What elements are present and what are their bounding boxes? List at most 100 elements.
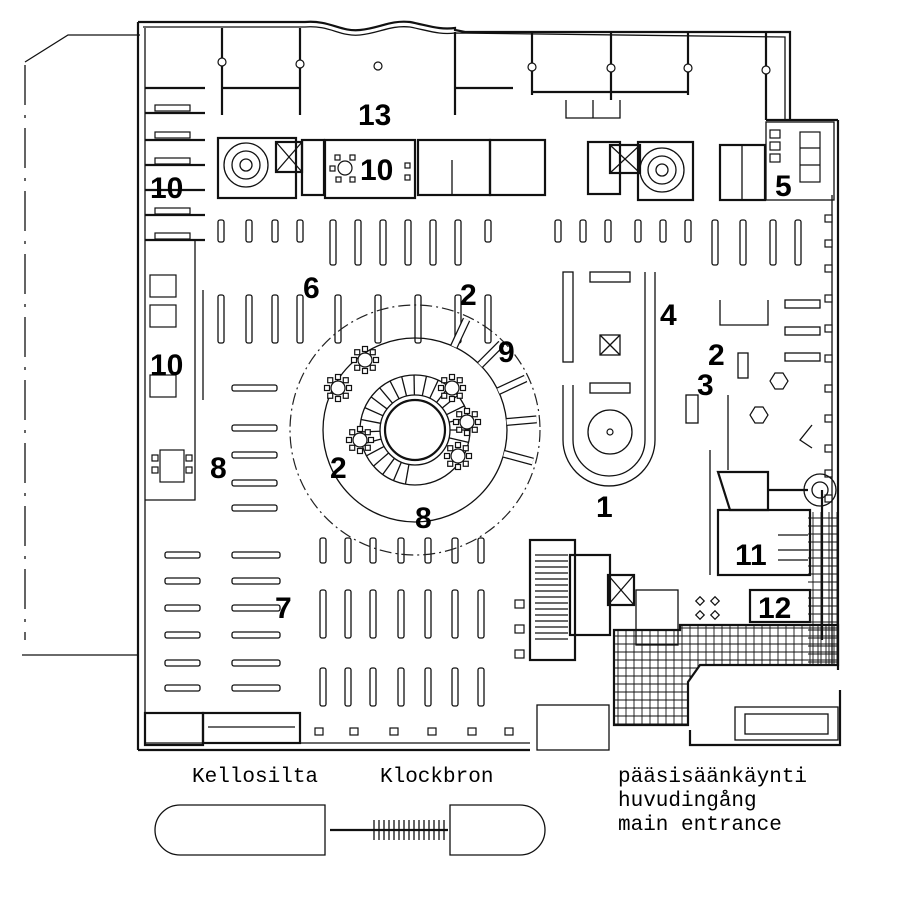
bookshelf	[217, 294, 225, 344]
carrel	[514, 599, 525, 609]
zone-label-12: 12	[758, 592, 791, 625]
wall-cabinet	[824, 324, 833, 333]
wall-cabinet	[824, 214, 833, 223]
carrel	[514, 624, 525, 634]
zone-label-3: 3	[697, 369, 714, 402]
bookshelf	[164, 684, 201, 692]
bookshelf	[769, 219, 777, 266]
carrel	[427, 727, 437, 736]
stair-step	[373, 452, 390, 467]
zone-label-4: 4	[660, 299, 677, 332]
bookshelf	[424, 537, 432, 564]
chair	[459, 384, 467, 392]
bookshelf	[245, 294, 253, 344]
bookshelf	[684, 219, 692, 243]
bookshelf	[231, 551, 281, 559]
chair	[323, 384, 331, 392]
bookshelf	[397, 667, 405, 707]
stair-step	[429, 379, 439, 399]
carrel	[349, 727, 359, 736]
chair	[471, 411, 478, 418]
bridge-diagram	[154, 804, 546, 856]
carrel	[514, 649, 525, 659]
stair-step	[446, 405, 465, 416]
chair	[364, 444, 371, 451]
bookshelf	[319, 537, 327, 564]
round-table	[330, 380, 346, 396]
chair	[361, 367, 369, 375]
u-display	[562, 271, 656, 487]
central-rotunda	[289, 304, 541, 556]
bookshelf	[231, 451, 278, 459]
bridge-name-swedish: Klockbron	[380, 766, 494, 789]
bookshelf	[451, 537, 459, 564]
bookshelf	[231, 659, 281, 667]
bookshelf	[374, 294, 382, 344]
bookshelf	[579, 219, 587, 243]
radial-shelf-fill	[506, 416, 537, 425]
chair	[447, 445, 454, 452]
bookshelf	[429, 219, 437, 266]
chair	[448, 395, 456, 403]
entrance-label-swedish: huvudingång	[618, 790, 757, 813]
chair	[350, 356, 358, 364]
wall-cabinet	[824, 384, 833, 393]
bookshelf	[231, 684, 281, 692]
chair	[345, 436, 353, 444]
staircase-core	[528, 538, 679, 751]
bookshelf	[344, 589, 352, 639]
zone-label-2: 2	[330, 452, 347, 485]
chair	[345, 384, 353, 392]
wall-cabinet	[824, 414, 833, 423]
chair	[354, 349, 361, 356]
bookshelf	[231, 479, 278, 487]
zone-label-2: 2	[460, 279, 477, 312]
bookshelf	[164, 604, 201, 612]
wall-cabinet	[824, 444, 833, 453]
bookshelf	[334, 294, 342, 344]
zone-label-1: 1	[596, 491, 613, 524]
left-study-rooms	[145, 86, 205, 501]
stair-step	[382, 457, 395, 475]
radial-shelf-fill	[497, 375, 527, 394]
bookshelf	[739, 219, 747, 266]
bookshelf	[794, 219, 802, 266]
chair	[369, 364, 376, 371]
bookshelf	[271, 219, 279, 243]
bookshelf	[451, 589, 459, 639]
carrel	[314, 727, 324, 736]
stair-step	[370, 396, 388, 410]
stair-step	[360, 418, 381, 424]
stair-step	[366, 445, 385, 457]
bookshelf	[414, 294, 422, 344]
right-area-furniture	[685, 299, 821, 575]
chair	[462, 445, 469, 452]
bookshelf	[271, 294, 279, 344]
chair	[463, 407, 471, 415]
bookshelf	[344, 667, 352, 707]
zone-label-10: 10	[360, 154, 393, 187]
bookshelf	[379, 219, 387, 266]
bookshelf	[634, 219, 642, 243]
chair	[354, 364, 361, 371]
stair-step	[389, 380, 400, 400]
bridge-name-finnish: Kellosilta	[192, 766, 319, 789]
bookshelf	[164, 659, 201, 667]
chair	[448, 373, 456, 381]
top-rooms	[217, 28, 838, 122]
stair-step	[448, 437, 469, 444]
chair	[327, 377, 334, 384]
bookshelf	[484, 219, 492, 243]
chair	[474, 418, 482, 426]
wall-cabinet	[824, 239, 833, 248]
chair	[342, 377, 349, 384]
bookshelf	[711, 219, 719, 266]
bookshelf	[369, 537, 377, 564]
service-core	[216, 136, 767, 202]
round-table	[444, 380, 460, 396]
round-table	[459, 414, 475, 430]
bookshelf	[424, 667, 432, 707]
zone-label-5: 5	[775, 170, 792, 203]
stair-step	[404, 464, 410, 485]
